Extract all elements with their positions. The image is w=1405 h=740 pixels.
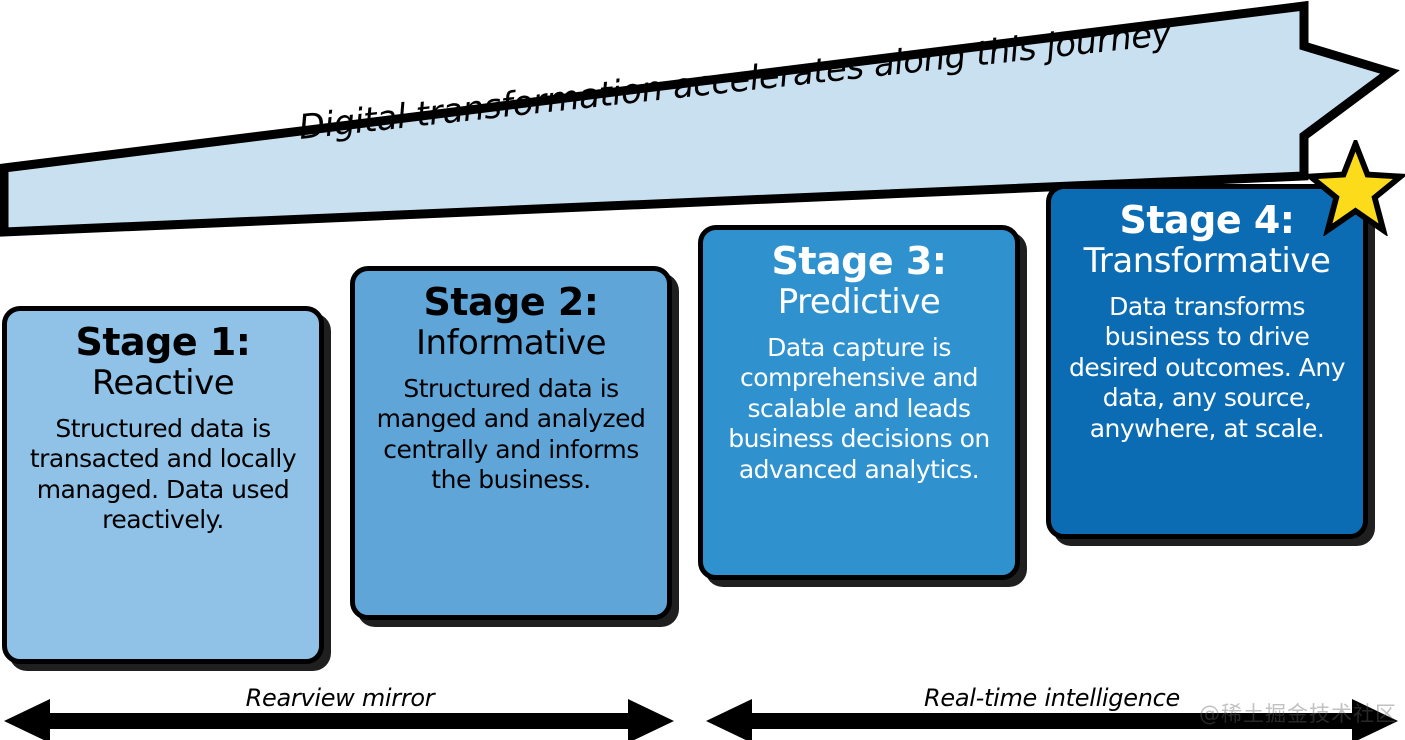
star-shape [1306,140,1405,236]
stage-3-subtitle: Predictive [777,281,941,322]
stage-2-description: Structured data is manged and analyzed c… [376,373,646,495]
double-arrow-right-shape [706,699,1398,740]
stage-2-subtitle: Informative [416,322,607,363]
stage-4-title: Stage 4: [1119,198,1295,242]
watermark-text: @稀土掘金技术社区 [1199,702,1397,726]
stage-1-title: Stage 1: [75,320,251,364]
stage-2-title: Stage 2: [423,280,599,324]
stage-card-4[interactable]: Stage 4: Transformative Data transforms … [1046,184,1368,539]
stage-3-title: Stage 3: [771,239,947,283]
range-label-real-time-intelligence: Real-time intelligence [924,684,1180,712]
stage-card-2[interactable]: Stage 2: Informative Structured data is … [350,266,672,620]
double-arrow-left-shape [4,699,674,740]
range-label-rearview-mirror: Rearview mirror [245,684,435,712]
stage-1-subtitle: Reactive [91,362,235,403]
double-arrow-rearview-mirror [4,699,674,740]
stage-4-description: Data transforms business to drive desire… [1068,291,1346,443]
journey-banner-text: Digital transformation accelerates along… [296,13,1174,148]
double-arrow-real-time-intelligence [706,699,1398,740]
stage-3-description: Data capture is comprehensive and scalab… [728,332,990,484]
stage-4-subtitle: Transformative [1083,240,1331,281]
stage-card-3[interactable]: Stage 3: Predictive Data capture is comp… [698,225,1020,580]
stage-card-1[interactable]: Stage 1: Reactive Structured data is tra… [2,306,324,664]
star-icon [1306,140,1405,236]
stage-1-description: Structured data is transacted and locall… [29,413,297,535]
